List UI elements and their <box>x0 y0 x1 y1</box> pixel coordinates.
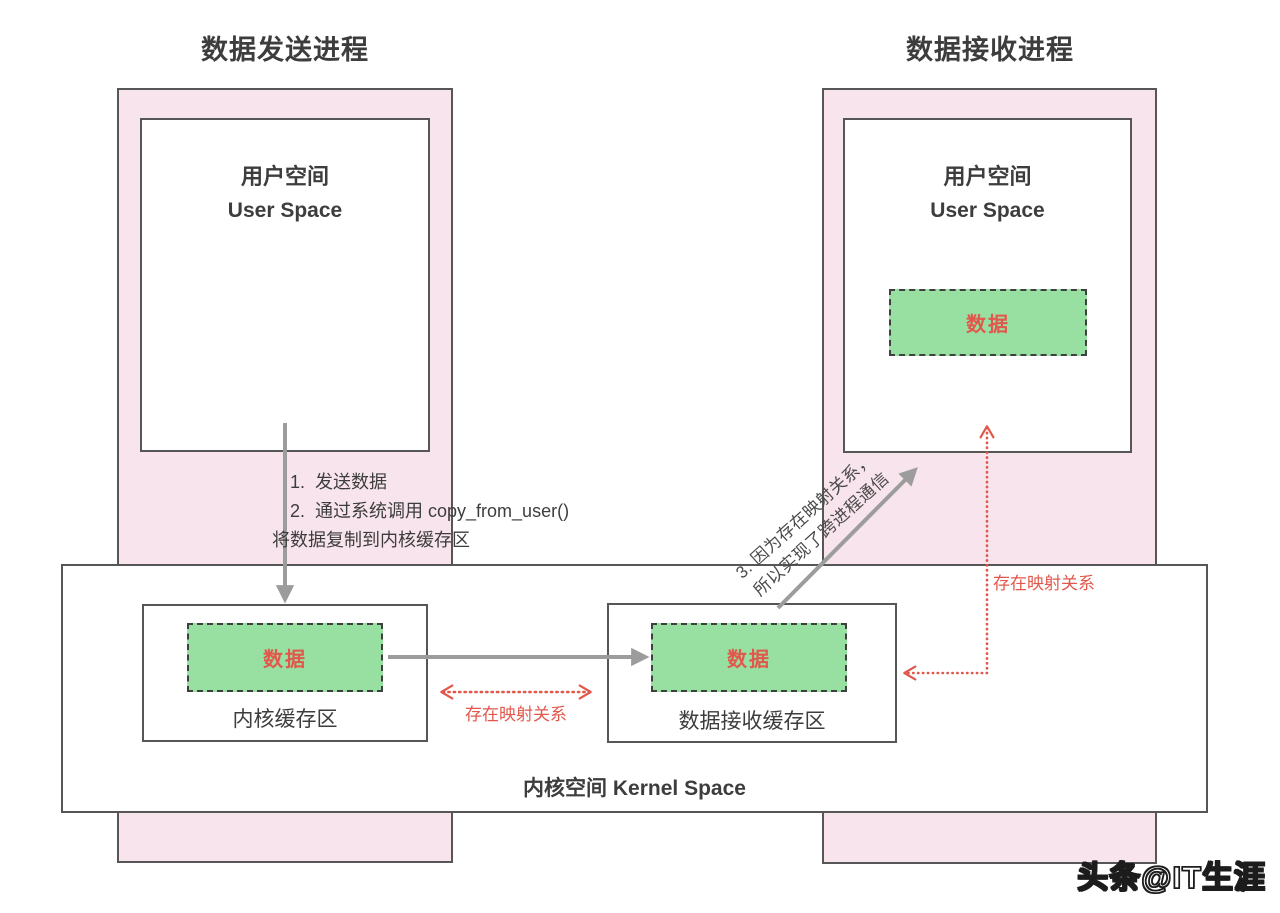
kernel-space-label: 内核空间 Kernel Space <box>523 777 746 800</box>
receiver-process-title: 数据接收进程 <box>906 35 1074 65</box>
receiver-user-data-box: 数据 <box>889 289 1087 356</box>
user-space-label-cn: 用户空间 <box>240 164 329 189</box>
receiver-user-space-label: 用户空间 User Space <box>845 160 1130 228</box>
data-label: 数据 <box>966 314 1010 336</box>
kernel-recv-data-box: 数据 <box>651 623 847 692</box>
user-space-label-en: User Space <box>227 199 343 222</box>
sender-user-space-label: 用户空间 User Space <box>142 160 428 228</box>
receiver-user-space-box: 用户空间 User Space <box>843 118 1132 453</box>
data-label: 数据 <box>263 649 307 671</box>
step-1-text: 1. 发送数据 <box>290 472 388 492</box>
user-space-label-en: User Space <box>930 199 1045 222</box>
sender-user-space-box: 用户空间 User Space <box>140 118 430 452</box>
mapping-label-right: 存在映射关系 <box>993 574 1095 593</box>
kernel-send-data-box: 数据 <box>187 623 383 692</box>
step-2-text-cont: 将数据复制到内核缓存区 <box>272 530 470 550</box>
user-space-label-cn: 用户空间 <box>943 164 1032 189</box>
sender-process-title: 数据发送进程 <box>201 35 369 65</box>
kernel-recv-buffer-label: 数据接收缓存区 <box>678 710 826 733</box>
data-label: 数据 <box>727 649 771 671</box>
mapping-label-left: 存在映射关系 <box>465 705 567 724</box>
kernel-send-buffer-label: 内核缓存区 <box>232 708 338 731</box>
watermark: 头条@IT生涯 <box>1077 859 1266 895</box>
step-2-text: 2. 通过系统调用 copy_from_user() <box>290 501 570 521</box>
